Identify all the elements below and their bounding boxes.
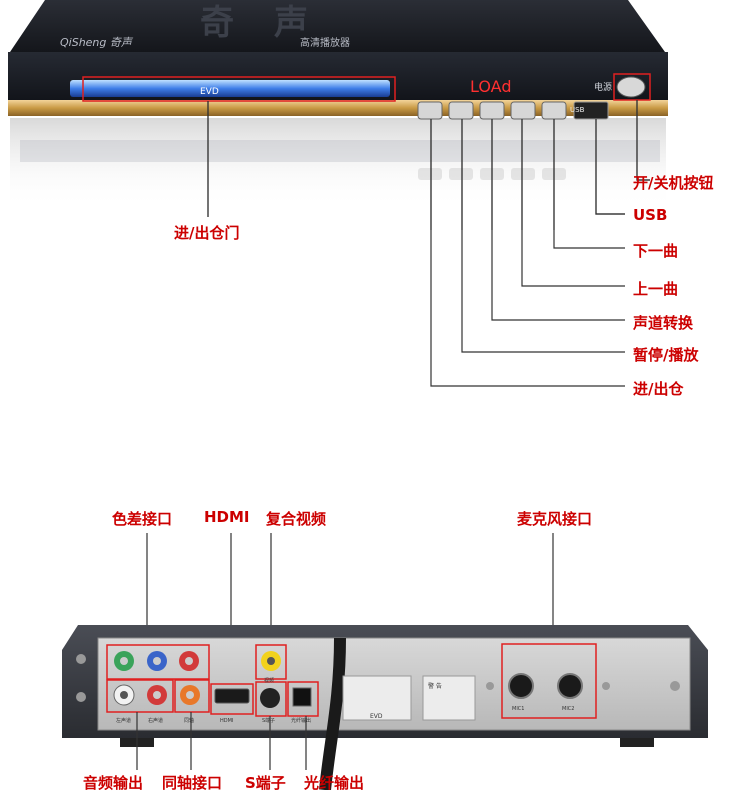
label-audio-switch: 声道转换 xyxy=(633,314,694,332)
label-pause-play: 暂停/播放 xyxy=(633,346,699,364)
component-jacks xyxy=(114,651,199,671)
label-eject: 进/出仓 xyxy=(633,380,684,398)
optical-port xyxy=(292,687,312,707)
optical-box xyxy=(287,681,319,717)
audio-box xyxy=(106,679,174,713)
caption-left-ch: 左声道 xyxy=(116,717,131,724)
mic1-port xyxy=(508,673,534,699)
caption-mic1: MIC1 xyxy=(512,706,524,712)
label-mic: 麦克风接口 xyxy=(517,510,593,528)
caption-optical: 光纤输出 xyxy=(291,717,311,724)
label-s-video: S端子 xyxy=(245,774,286,792)
caption-s-video: S端子 xyxy=(262,717,275,724)
caption-right-ch: 右声道 xyxy=(148,717,163,724)
caption-warning: 警 告 xyxy=(428,682,442,690)
s-video-box xyxy=(255,681,287,717)
hdmi-port xyxy=(214,688,250,704)
component-box xyxy=(106,644,210,680)
composite-box xyxy=(255,644,287,680)
s-video-port xyxy=(260,688,280,708)
label-composite-video: 复合视频 xyxy=(266,510,327,528)
power-highlight-box xyxy=(613,73,651,101)
caption-coax: 同轴 xyxy=(184,717,194,724)
label-coax: 同轴接口 xyxy=(162,774,223,792)
label-hdmi: HDMI xyxy=(204,508,250,526)
hdmi-box xyxy=(210,683,254,715)
usb-caption: USB xyxy=(570,106,585,114)
caption-evd: EVD xyxy=(370,713,383,720)
label-prev-track: 上一曲 xyxy=(633,280,679,298)
display-text: LOAd xyxy=(470,77,511,96)
mic2-port xyxy=(557,673,583,699)
label-optical: 光纤输出 xyxy=(304,774,365,792)
tray-highlight-box xyxy=(82,76,396,102)
disc-tray xyxy=(70,80,390,97)
front-device-photo: 奇声 QiSheng 奇声 高清播放器 EVD LOAd 电源 USB xyxy=(0,0,750,387)
front-buttons xyxy=(417,76,646,120)
caption-hdmi: HDMI xyxy=(220,718,233,724)
top-logo: 奇声 xyxy=(200,3,348,43)
coax-box xyxy=(174,679,210,713)
caption-mic2: MIC2 xyxy=(562,706,574,712)
mic-box xyxy=(501,643,597,719)
audio-jacks xyxy=(113,684,200,706)
tray-text: EVD xyxy=(200,87,219,97)
label-component: 色差接口 xyxy=(112,510,173,528)
label-audio-out: 音频输出 xyxy=(83,774,144,792)
label-power-button: 开/关机按钮 xyxy=(633,174,714,192)
label-usb: USB xyxy=(633,206,668,224)
rear-device-photo: 左声道 右声道 同轴 HDMI 视频 S端子 光纤输出 MIC1 MIC2 警 … xyxy=(0,520,750,791)
label-tray-door: 进/出仓门 xyxy=(174,224,240,242)
label-next-track: 下一曲 xyxy=(633,242,679,260)
brand-text: QiSheng 奇声 xyxy=(60,36,134,49)
caption-video: 视频 xyxy=(264,677,274,684)
power-caption: 电源 xyxy=(594,81,612,93)
front-leader-lines xyxy=(207,100,650,387)
model-text: 高清播放器 xyxy=(300,36,350,49)
